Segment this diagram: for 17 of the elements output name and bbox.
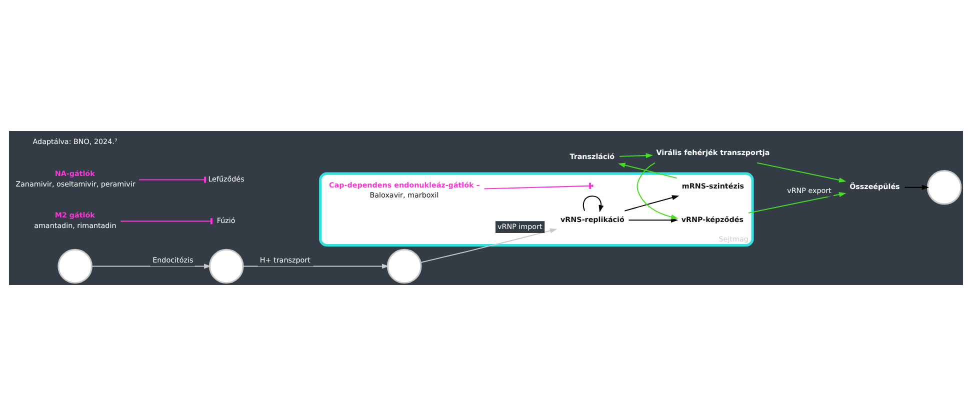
- arrow: [242, 264, 389, 269]
- arrow: [420, 228, 557, 264]
- node-circle: [208, 248, 244, 284]
- node-circle: [926, 170, 962, 205]
- arrow: [904, 184, 929, 190]
- arrow: [756, 162, 846, 183]
- arrow: [582, 196, 604, 212]
- node-circle: [57, 248, 92, 284]
- node-circle: [386, 248, 422, 284]
- connector: [484, 185, 588, 190]
- arrow: [618, 162, 676, 179]
- arrow: [619, 153, 653, 158]
- arrow: [91, 264, 211, 269]
- connector: [120, 218, 212, 224]
- arrow: [624, 195, 679, 212]
- connector: [138, 176, 206, 183]
- arrow: [636, 162, 678, 220]
